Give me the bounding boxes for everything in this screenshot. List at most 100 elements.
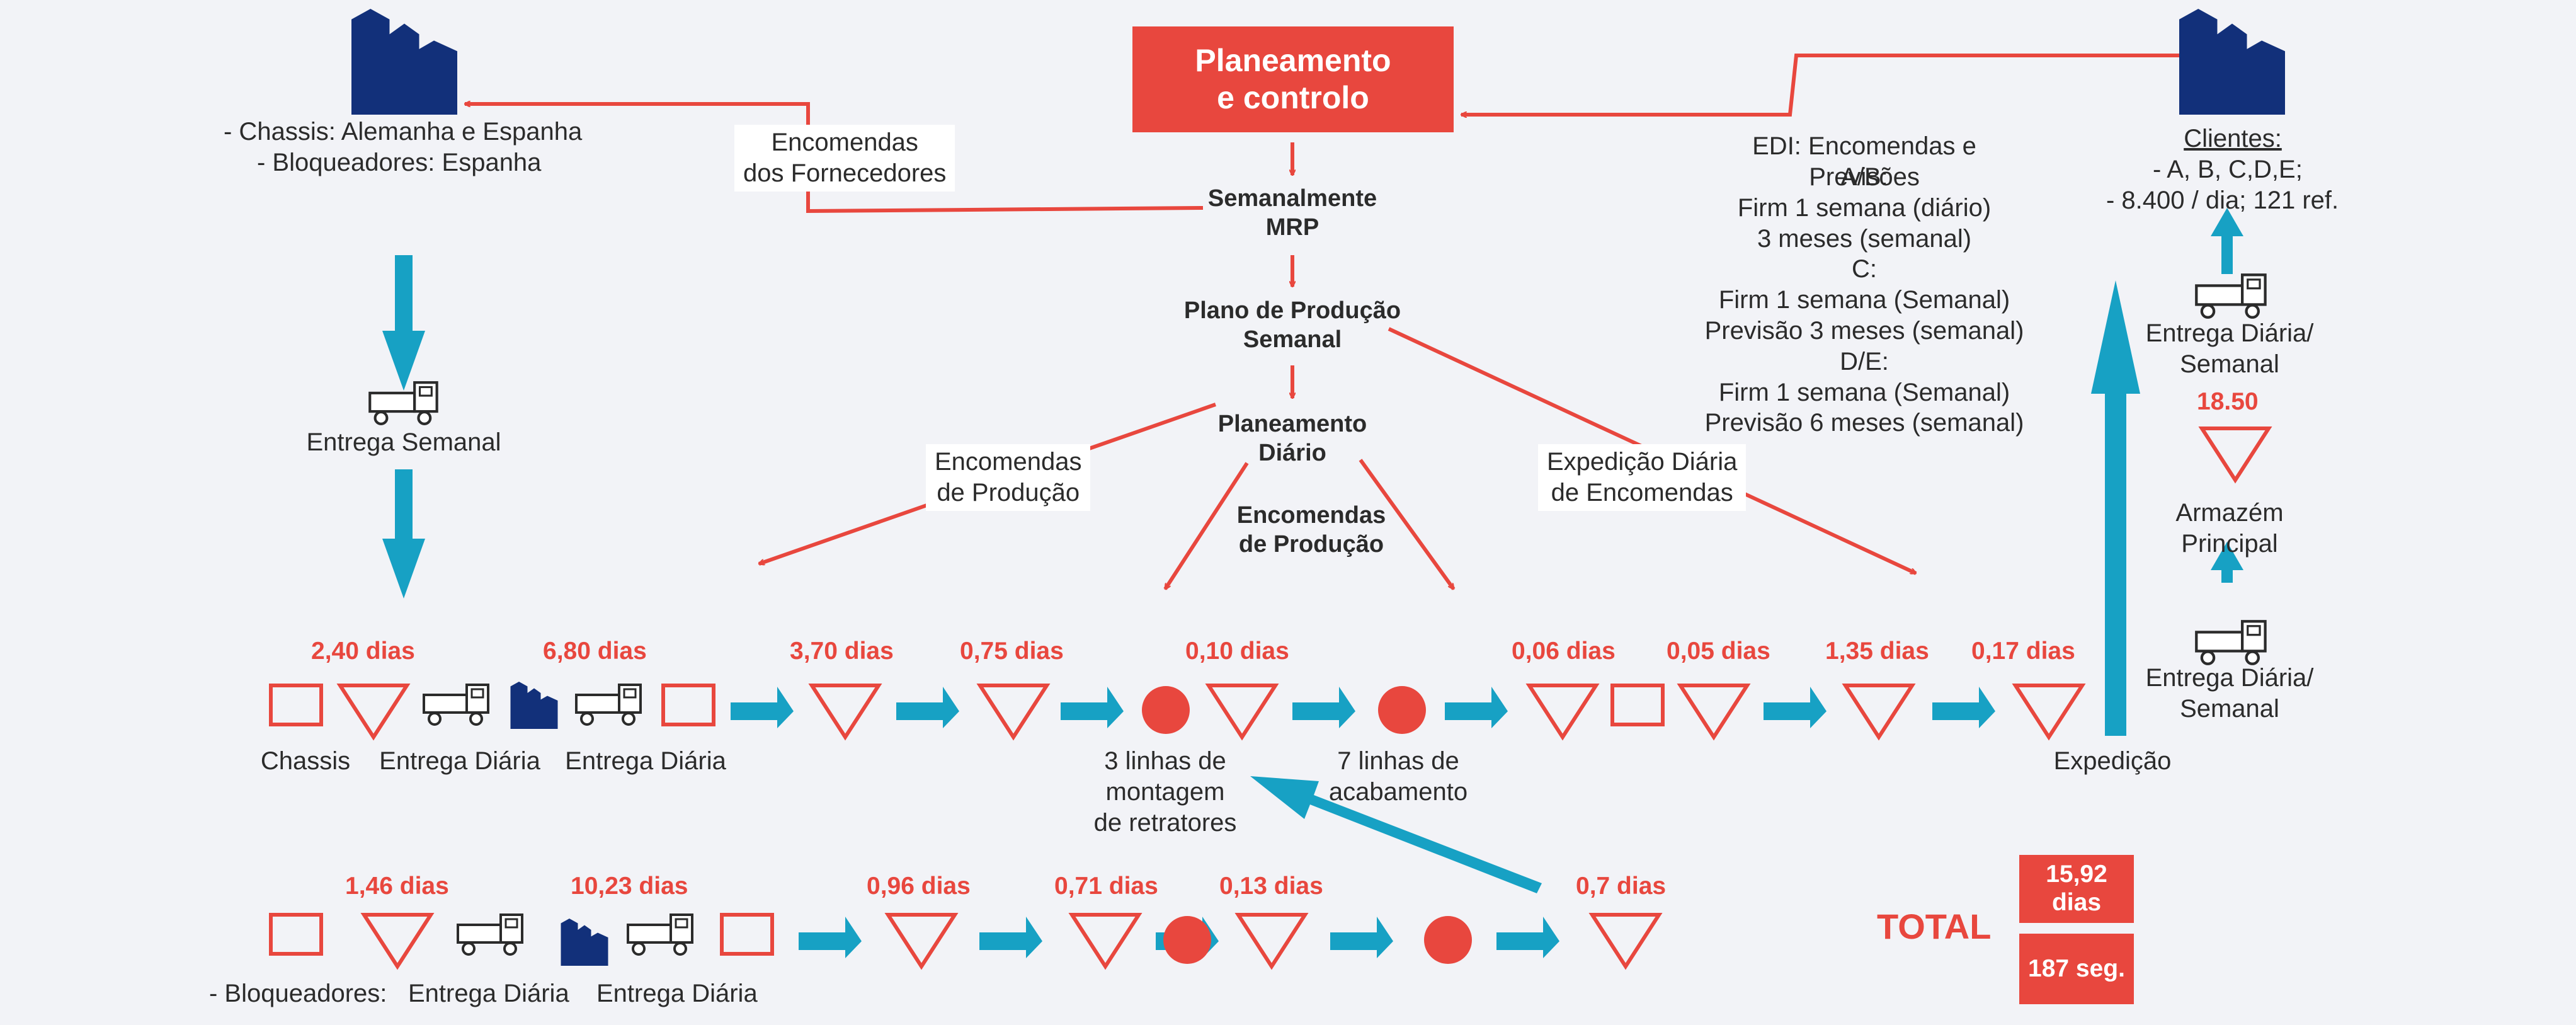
daily-planning-label: Planeamento Diário: [1217, 411, 1367, 467]
push-arrow-icon: [1445, 687, 1508, 728]
edi-title: EDI: Encomendas e Previsões: [1752, 132, 1976, 191]
total-label: TOTAL: [1877, 907, 1992, 946]
production-orders-center-label: Encomendas de Produção: [1236, 502, 1386, 558]
blocker-box-icon: [269, 913, 323, 956]
customer-truck-icon: [2196, 275, 2265, 318]
daily-delivery-label: Entrega Diária: [408, 980, 569, 1007]
inventory-triangle-icon: [1677, 684, 1751, 741]
truck-icon: [457, 913, 523, 956]
lead-time-label: 2,40 dias: [311, 638, 415, 665]
return-flow-arrow: [1250, 776, 1542, 893]
edi-line: A/B:: [1840, 163, 1888, 191]
finishing-process-circle-icon: [1378, 686, 1426, 734]
delivery-to-customer-arrow: [2211, 208, 2243, 274]
daily-delivery-label: Entrega Diária: [596, 980, 758, 1007]
warehouse-delivery-label: Entrega Diária/ Semanal: [2145, 664, 2314, 723]
truck-icon: [575, 684, 642, 726]
push-arrow-icon: [799, 917, 862, 958]
delivery-to-warehouse-arrow: [2211, 542, 2243, 583]
process-box-icon: [720, 913, 774, 956]
weekly-mrp-label: Semanalmente MRP: [1207, 185, 1377, 241]
edi-line: Firm 1 semana (Semanal): [1718, 286, 2010, 314]
customers-list: - A, B, C,D,E;: [2153, 156, 2303, 183]
push-arrow-icon: [1330, 917, 1393, 958]
lead-time-label: 1,35 dias: [1825, 638, 1929, 665]
edi-flow-arrow: [1461, 54, 2179, 115]
daily-dispatch-label: Expedição Diária de Encomendas: [1538, 444, 1747, 511]
warehouse-inventory-triangle-icon: [2198, 427, 2272, 484]
process-circle-icon: [1163, 916, 1211, 964]
delivery-to-chassis-arrow: [382, 469, 425, 598]
inventory-triangle-icon: [1068, 913, 1143, 970]
supplier-to-delivery-arrow: [382, 255, 425, 391]
truck-icon: [627, 913, 693, 956]
weekly-delivery-label: Entrega Semanal: [306, 428, 501, 456]
customer-factory-icon: [2179, 9, 2285, 115]
assembly-lines-label: 3 linhas de montagem de retratores: [1093, 747, 1237, 837]
lead-time-label: 0,06 dias: [1512, 638, 1616, 665]
process-box-icon: [1610, 684, 1665, 726]
lead-time-label: 0,96 dias: [867, 873, 971, 900]
edi-line: Firm 1 semana (diário): [1737, 193, 1992, 222]
finishing-lines-label: 7 linhas de acabamento: [1328, 747, 1468, 806]
lead-time-label: 0,7 dias: [1576, 873, 1667, 900]
edi-line: C:: [1852, 255, 1877, 283]
truck-icon: [423, 684, 489, 726]
lead-time-label: 0,05 dias: [1667, 638, 1770, 665]
edi-line: Firm 1 semana (Semanal): [1718, 378, 2010, 406]
chassis-box-icon: [269, 684, 323, 726]
warehouse-stock-value: 18.50: [2197, 388, 2259, 415]
push-arrow-icon: [731, 687, 794, 728]
push-arrow-icon: [1932, 687, 1995, 728]
lead-time-label: 6,80 dias: [543, 638, 647, 665]
edi-line: Previsão 3 meses (semanal): [1704, 316, 2024, 345]
push-arrow-icon: [1061, 687, 1124, 728]
shipping-label: Expedição: [2053, 747, 2172, 775]
chassis-label: Chassis: [260, 747, 351, 775]
inventory-triangle-icon: [1525, 684, 1600, 741]
push-arrow-icon: [896, 687, 959, 728]
daily-delivery-label: Entrega Diária: [379, 747, 540, 775]
process-circle-icon: [1424, 916, 1472, 964]
assembly-process-circle-icon: [1142, 686, 1190, 734]
lead-time-label: 10,23 dias: [571, 873, 688, 900]
inventory-triangle-icon: [360, 913, 435, 970]
lead-time-label: 0,13 dias: [1219, 873, 1323, 900]
warehouse-truck-icon: [2196, 621, 2265, 664]
total-seconds-box: 187 seg.: [2019, 934, 2134, 1004]
lead-time-label: 1,46 dias: [345, 873, 449, 900]
edi-line: 3 meses (semanal): [1757, 224, 1972, 253]
daily-delivery-label: Entrega Diária: [565, 747, 726, 775]
edi-line: Previsão 6 meses (semanal): [1704, 409, 2024, 437]
blockers-label: - Bloqueadores:: [209, 980, 387, 1007]
inventory-triangle-icon: [1234, 913, 1309, 970]
inventory-triangle-icon: [1205, 684, 1279, 741]
planning-control-box: Planeamento e controlo: [1132, 26, 1454, 132]
inventory-triangle-icon: [976, 684, 1051, 741]
push-arrow-icon: [1496, 917, 1559, 958]
shipping-to-customer-arrow: [2091, 280, 2140, 736]
inventory-triangle-icon: [1842, 684, 1916, 741]
inventory-triangle-icon: [808, 684, 882, 741]
production-orders-left-label: Encomendas de Produção: [926, 444, 1091, 511]
lead-time-label: 0,17 dias: [1971, 638, 2075, 665]
inventory-triangle-icon: [336, 684, 411, 741]
production-plan-label: Plano de Produção Semanal: [1183, 297, 1401, 353]
process-box-icon: [661, 684, 715, 726]
lead-time-label: 0,10 dias: [1185, 638, 1289, 665]
push-arrow-icon: [979, 917, 1042, 958]
total-days-box: 15,92 dias: [2019, 855, 2134, 923]
edi-line: D/E:: [1840, 347, 1889, 375]
supplier-chassis-text: - Chassis: Alemanha e Espanha: [224, 118, 583, 146]
supplier-orders-label: Encomendas dos Fornecedores: [734, 125, 955, 192]
lead-time-label: 0,75 dias: [960, 638, 1064, 665]
edi-lines: A/B: Firm 1 semana (diário) 3 meses (sem…: [1701, 162, 2028, 438]
customers-volume: - 8.400 / dia; 121 ref.: [2106, 186, 2339, 214]
supplier-factory-small-icon: [510, 682, 558, 729]
orders-to-assembly-arrow: [1163, 462, 1249, 589]
customer-delivery-label: Entrega Diária/ Semanal: [2145, 319, 2314, 378]
lead-time-label: 3,70 dias: [790, 638, 894, 665]
push-arrow-icon: [1292, 687, 1355, 728]
supplier-factory-icon: [351, 9, 457, 115]
